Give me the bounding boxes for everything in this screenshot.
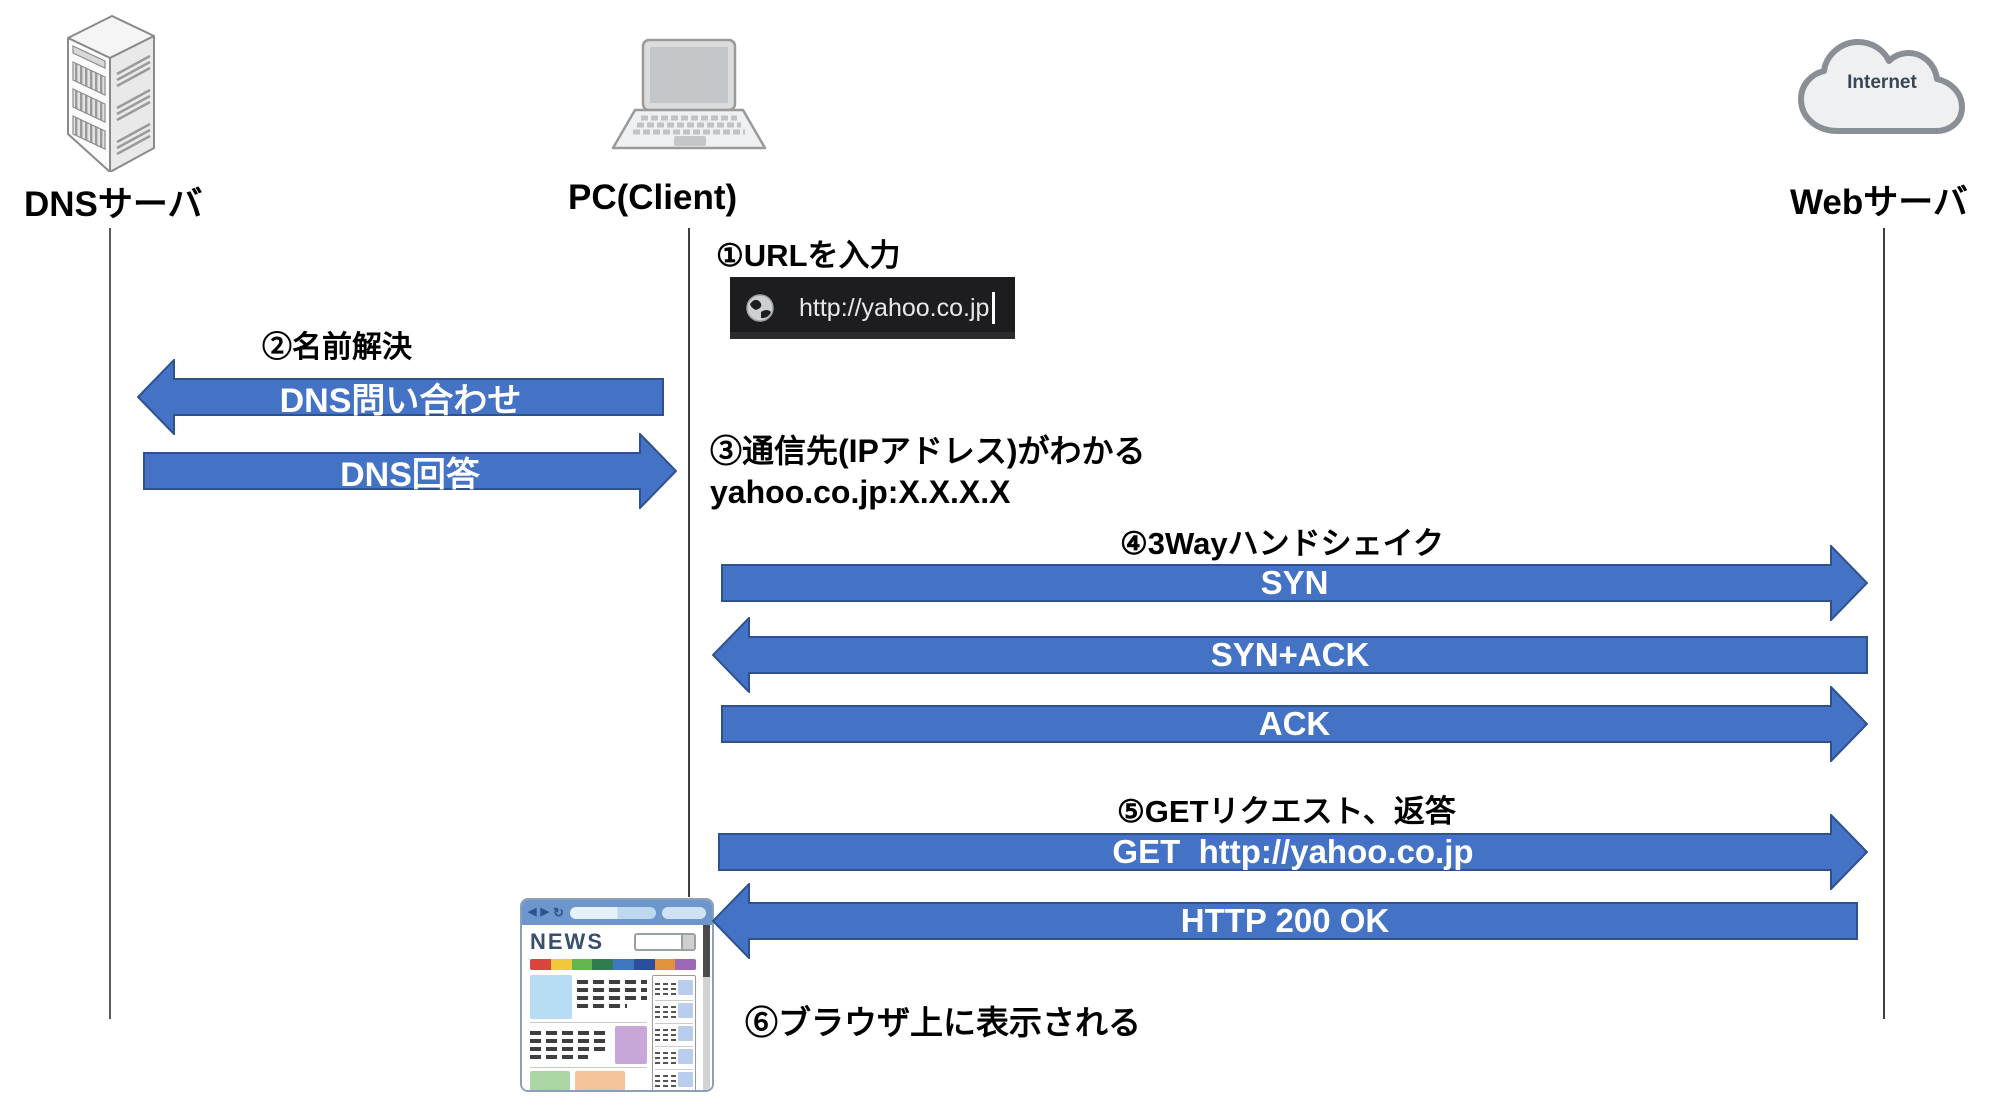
dns-server-icon <box>67 15 155 172</box>
scrollbar-thumb <box>703 925 710 977</box>
article-image <box>575 1071 625 1090</box>
message-label: SYN <box>1260 564 1329 601</box>
address-bar-illustration <box>569 906 656 919</box>
step3-label-line1: ③通信先(IPアドレス)がわかる <box>710 433 1146 469</box>
url-text: http://yahoo.co.jp <box>799 293 990 322</box>
article-image <box>615 1026 647 1064</box>
actor-label-web-server: Webサーバ <box>1790 183 1968 222</box>
cloud-internet-label: Internet <box>1847 72 1917 93</box>
message-label: DNS問い合わせ <box>279 381 522 420</box>
step4-label: ④3Wayハンドシェイク <box>1120 526 1445 561</box>
back-icon: ◀ <box>528 906 537 918</box>
url-input[interactable]: http://yahoo.co.jp <box>730 277 1015 339</box>
thumbnail <box>678 1049 693 1064</box>
message-arrow-syn-ack: SYN+ACK <box>712 617 1868 693</box>
search-button-illustration <box>681 935 694 949</box>
refresh-icon: ↻ <box>552 905 564 920</box>
rainbow-stripe <box>530 959 696 970</box>
thumbnail <box>678 1003 693 1018</box>
lifeline-dns-server <box>109 228 111 1019</box>
text-cursor <box>992 292 996 324</box>
message-arrow-http-response: HTTP 200 OK <box>712 883 1858 959</box>
step5-label: ⑤GETリクエスト、返答 <box>1117 794 1456 829</box>
globe-icon <box>746 294 774 322</box>
thumbnail <box>678 1072 693 1087</box>
lifeline-pc-client <box>688 228 690 897</box>
browser-page: NEWS <box>522 925 712 1090</box>
search-box-illustration <box>634 933 696 951</box>
actor-label-pc-client: PC(Client) <box>568 178 738 217</box>
message-label: HTTP 200 OK <box>1180 902 1390 939</box>
sidebar-item <box>655 1001 693 1024</box>
sidebar-column <box>652 975 696 1090</box>
article-column <box>530 975 647 1090</box>
message-arrow-ack: ACK <box>721 686 1868 762</box>
sidebar-item <box>655 978 693 1001</box>
lifeline-web-server <box>1883 228 1885 1019</box>
scrollbar <box>703 925 710 1090</box>
browser-window-illustration: ◀ ▶ ↻ NEWS <box>520 898 714 1092</box>
article-image <box>530 975 572 1019</box>
article-image <box>530 1071 570 1090</box>
sidebar-item <box>655 1047 693 1070</box>
browser-titlebar: ◀ ▶ ↻ <box>522 900 712 925</box>
message-label: SYN+ACK <box>1210 636 1370 673</box>
thumbnail <box>678 980 693 995</box>
news-masthead: NEWS <box>530 929 604 954</box>
thumbnail <box>678 1026 693 1041</box>
laptop-icon <box>611 38 767 150</box>
message-arrow-dns-answer: DNS回答 <box>143 433 677 509</box>
internet-cloud-icon <box>1798 39 1965 134</box>
step1-label: ①URLを入力 <box>716 238 901 273</box>
step6-label: ⑥ブラウザ上に表示される <box>745 1004 1141 1041</box>
titlebar-pill <box>662 906 706 919</box>
message-label: ACK <box>1258 705 1331 742</box>
forward-icon: ▶ <box>540 906 549 918</box>
sidebar-item <box>655 1024 693 1047</box>
actor-label-dns-server: DNSサーバ <box>24 185 203 224</box>
step2-label: ②名前解決 <box>262 331 412 364</box>
message-arrow-syn: SYN <box>721 545 1868 621</box>
step3-label-line2: yahoo.co.jp:X.X.X.X <box>710 474 1011 510</box>
message-arrow-dns-query: DNS問い合わせ <box>137 359 664 435</box>
message-label: GET http://yahoo.co.jp <box>1112 833 1474 870</box>
message-label: DNS回答 <box>340 455 480 494</box>
message-arrow-get-request: GET http://yahoo.co.jp <box>718 814 1868 890</box>
sidebar-item <box>655 1070 693 1090</box>
